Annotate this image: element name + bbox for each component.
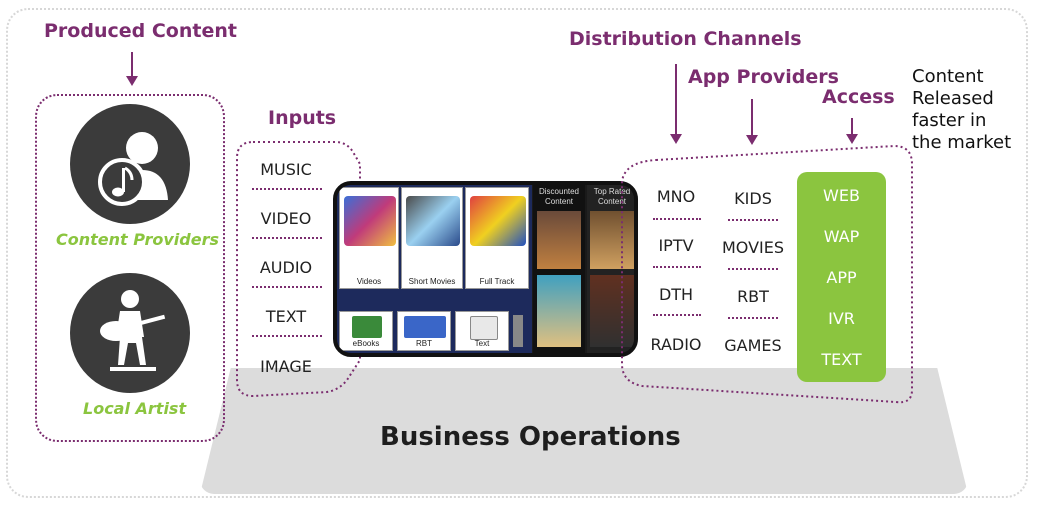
top-rated-poster-1 bbox=[590, 211, 634, 269]
discounted-poster-2 bbox=[537, 275, 581, 347]
tablet-mockup: Videos Short Movies Full Track eBooks RB… bbox=[333, 181, 638, 357]
inputs-panel bbox=[236, 141, 361, 398]
access-item-app: APP bbox=[826, 268, 857, 287]
content-providers-caption: Content Providers bbox=[56, 230, 219, 249]
chevron-right-icon[interactable] bbox=[513, 315, 523, 347]
app-provider-separator bbox=[728, 219, 778, 221]
released-note-line: Content bbox=[912, 66, 984, 87]
released-note-line: faster in bbox=[912, 110, 987, 131]
tile-label: Videos bbox=[356, 277, 382, 286]
input-item-music: MUSIC bbox=[260, 160, 312, 179]
text-thumbnail bbox=[470, 316, 498, 340]
access-arrow-head bbox=[846, 134, 858, 144]
content-released-note: Content Released faster in the market bbox=[912, 66, 1011, 154]
local-artist-caption: Local Artist bbox=[83, 399, 187, 418]
short-movies-thumbnail bbox=[406, 196, 460, 246]
discounted-poster-1 bbox=[537, 211, 581, 269]
distribution-separator bbox=[653, 314, 701, 316]
input-item-audio: AUDIO bbox=[259, 258, 313, 277]
distribution-arrow-head bbox=[670, 134, 682, 144]
input-item-video: VIDEO bbox=[260, 209, 312, 228]
access-panel bbox=[797, 172, 886, 382]
access-item-web: WEB bbox=[823, 186, 860, 205]
business-operations-label: Business Operations bbox=[380, 422, 681, 452]
ebooks-thumbnail bbox=[352, 316, 382, 338]
full-track-thumbnail bbox=[470, 196, 526, 246]
distribution-item-dth: DTH bbox=[658, 285, 694, 304]
tile-text[interactable]: Text bbox=[455, 311, 509, 351]
input-separator bbox=[252, 188, 322, 190]
app-provider-item-games: GAMES bbox=[724, 336, 782, 355]
app-provider-separator bbox=[728, 317, 778, 319]
app-providers-heading: App Providers bbox=[688, 66, 839, 88]
tile-short-movies[interactable]: Short Movies bbox=[401, 187, 463, 289]
tile-rbt[interactable]: RBT bbox=[397, 311, 451, 351]
access-arrow-shaft bbox=[851, 118, 853, 136]
discounted-content-panel[interactable]: Discounted Content bbox=[533, 185, 585, 353]
app-provider-item-kids: KIDS bbox=[734, 189, 772, 208]
app-provider-item-movies: MOVIES bbox=[721, 238, 785, 257]
distribution-separator bbox=[653, 266, 701, 268]
distribution-separator bbox=[653, 218, 701, 220]
access-heading: Access bbox=[822, 86, 895, 108]
distribution-arrow-shaft bbox=[675, 64, 677, 136]
access-item-ivr: IVR bbox=[828, 309, 855, 328]
content-provider-icon bbox=[98, 132, 168, 206]
produced-content-arrow-head bbox=[126, 76, 138, 86]
tile-videos[interactable]: Videos bbox=[339, 187, 399, 289]
input-separator bbox=[252, 286, 322, 288]
discounted-content-label: Discounted Content bbox=[538, 187, 580, 206]
released-note-line: the market bbox=[912, 132, 1012, 153]
app-providers-arrow-shaft bbox=[751, 99, 753, 137]
distribution-item-iptv: IPTV bbox=[658, 236, 694, 255]
tile-full-track[interactable]: Full Track bbox=[465, 187, 529, 289]
top-rated-content-panel[interactable]: Top Rated Content bbox=[587, 185, 634, 353]
rbt-thumbnail bbox=[404, 316, 446, 338]
inputs-heading: Inputs bbox=[268, 107, 337, 129]
videos-thumbnail bbox=[344, 196, 396, 246]
produced-content-arrow-shaft bbox=[131, 52, 133, 78]
outer-frame bbox=[6, 8, 1028, 498]
app-provider-item-rbt: RBT bbox=[737, 287, 769, 306]
app-providers-arrow-head bbox=[746, 135, 758, 145]
tile-label: Short Movies bbox=[408, 277, 456, 286]
access-item-wap: WAP bbox=[823, 227, 860, 246]
local-artist-circle bbox=[70, 273, 190, 393]
input-item-text: TEXT bbox=[265, 307, 307, 326]
local-artist-icon bbox=[100, 290, 166, 371]
tile-label: RBT bbox=[416, 339, 432, 348]
tile-label: Full Track bbox=[479, 277, 515, 286]
producers-box bbox=[35, 94, 225, 442]
distribution-item-mno: MNO bbox=[656, 187, 696, 206]
content-provider-circle bbox=[70, 104, 190, 224]
input-item-image: IMAGE bbox=[260, 357, 312, 376]
released-note-line: Released bbox=[912, 88, 994, 109]
input-separator bbox=[252, 237, 322, 239]
business-operations-base bbox=[200, 368, 968, 494]
access-item-text: TEXT bbox=[821, 350, 862, 369]
top-rated-content-label: Top Rated Content bbox=[593, 187, 631, 206]
input-separator bbox=[252, 335, 322, 337]
distribution-item-radio: RADIO bbox=[650, 335, 702, 354]
tile-label: Text bbox=[474, 339, 490, 348]
top-rated-poster-2 bbox=[590, 275, 634, 347]
app-provider-separator bbox=[728, 268, 778, 270]
tile-label: eBooks bbox=[352, 339, 380, 348]
distribution-panel bbox=[621, 144, 913, 404]
distribution-channels-heading: Distribution Channels bbox=[569, 28, 802, 50]
produced-content-heading: Produced Content bbox=[44, 20, 237, 42]
tile-ebooks[interactable]: eBooks bbox=[339, 311, 393, 351]
